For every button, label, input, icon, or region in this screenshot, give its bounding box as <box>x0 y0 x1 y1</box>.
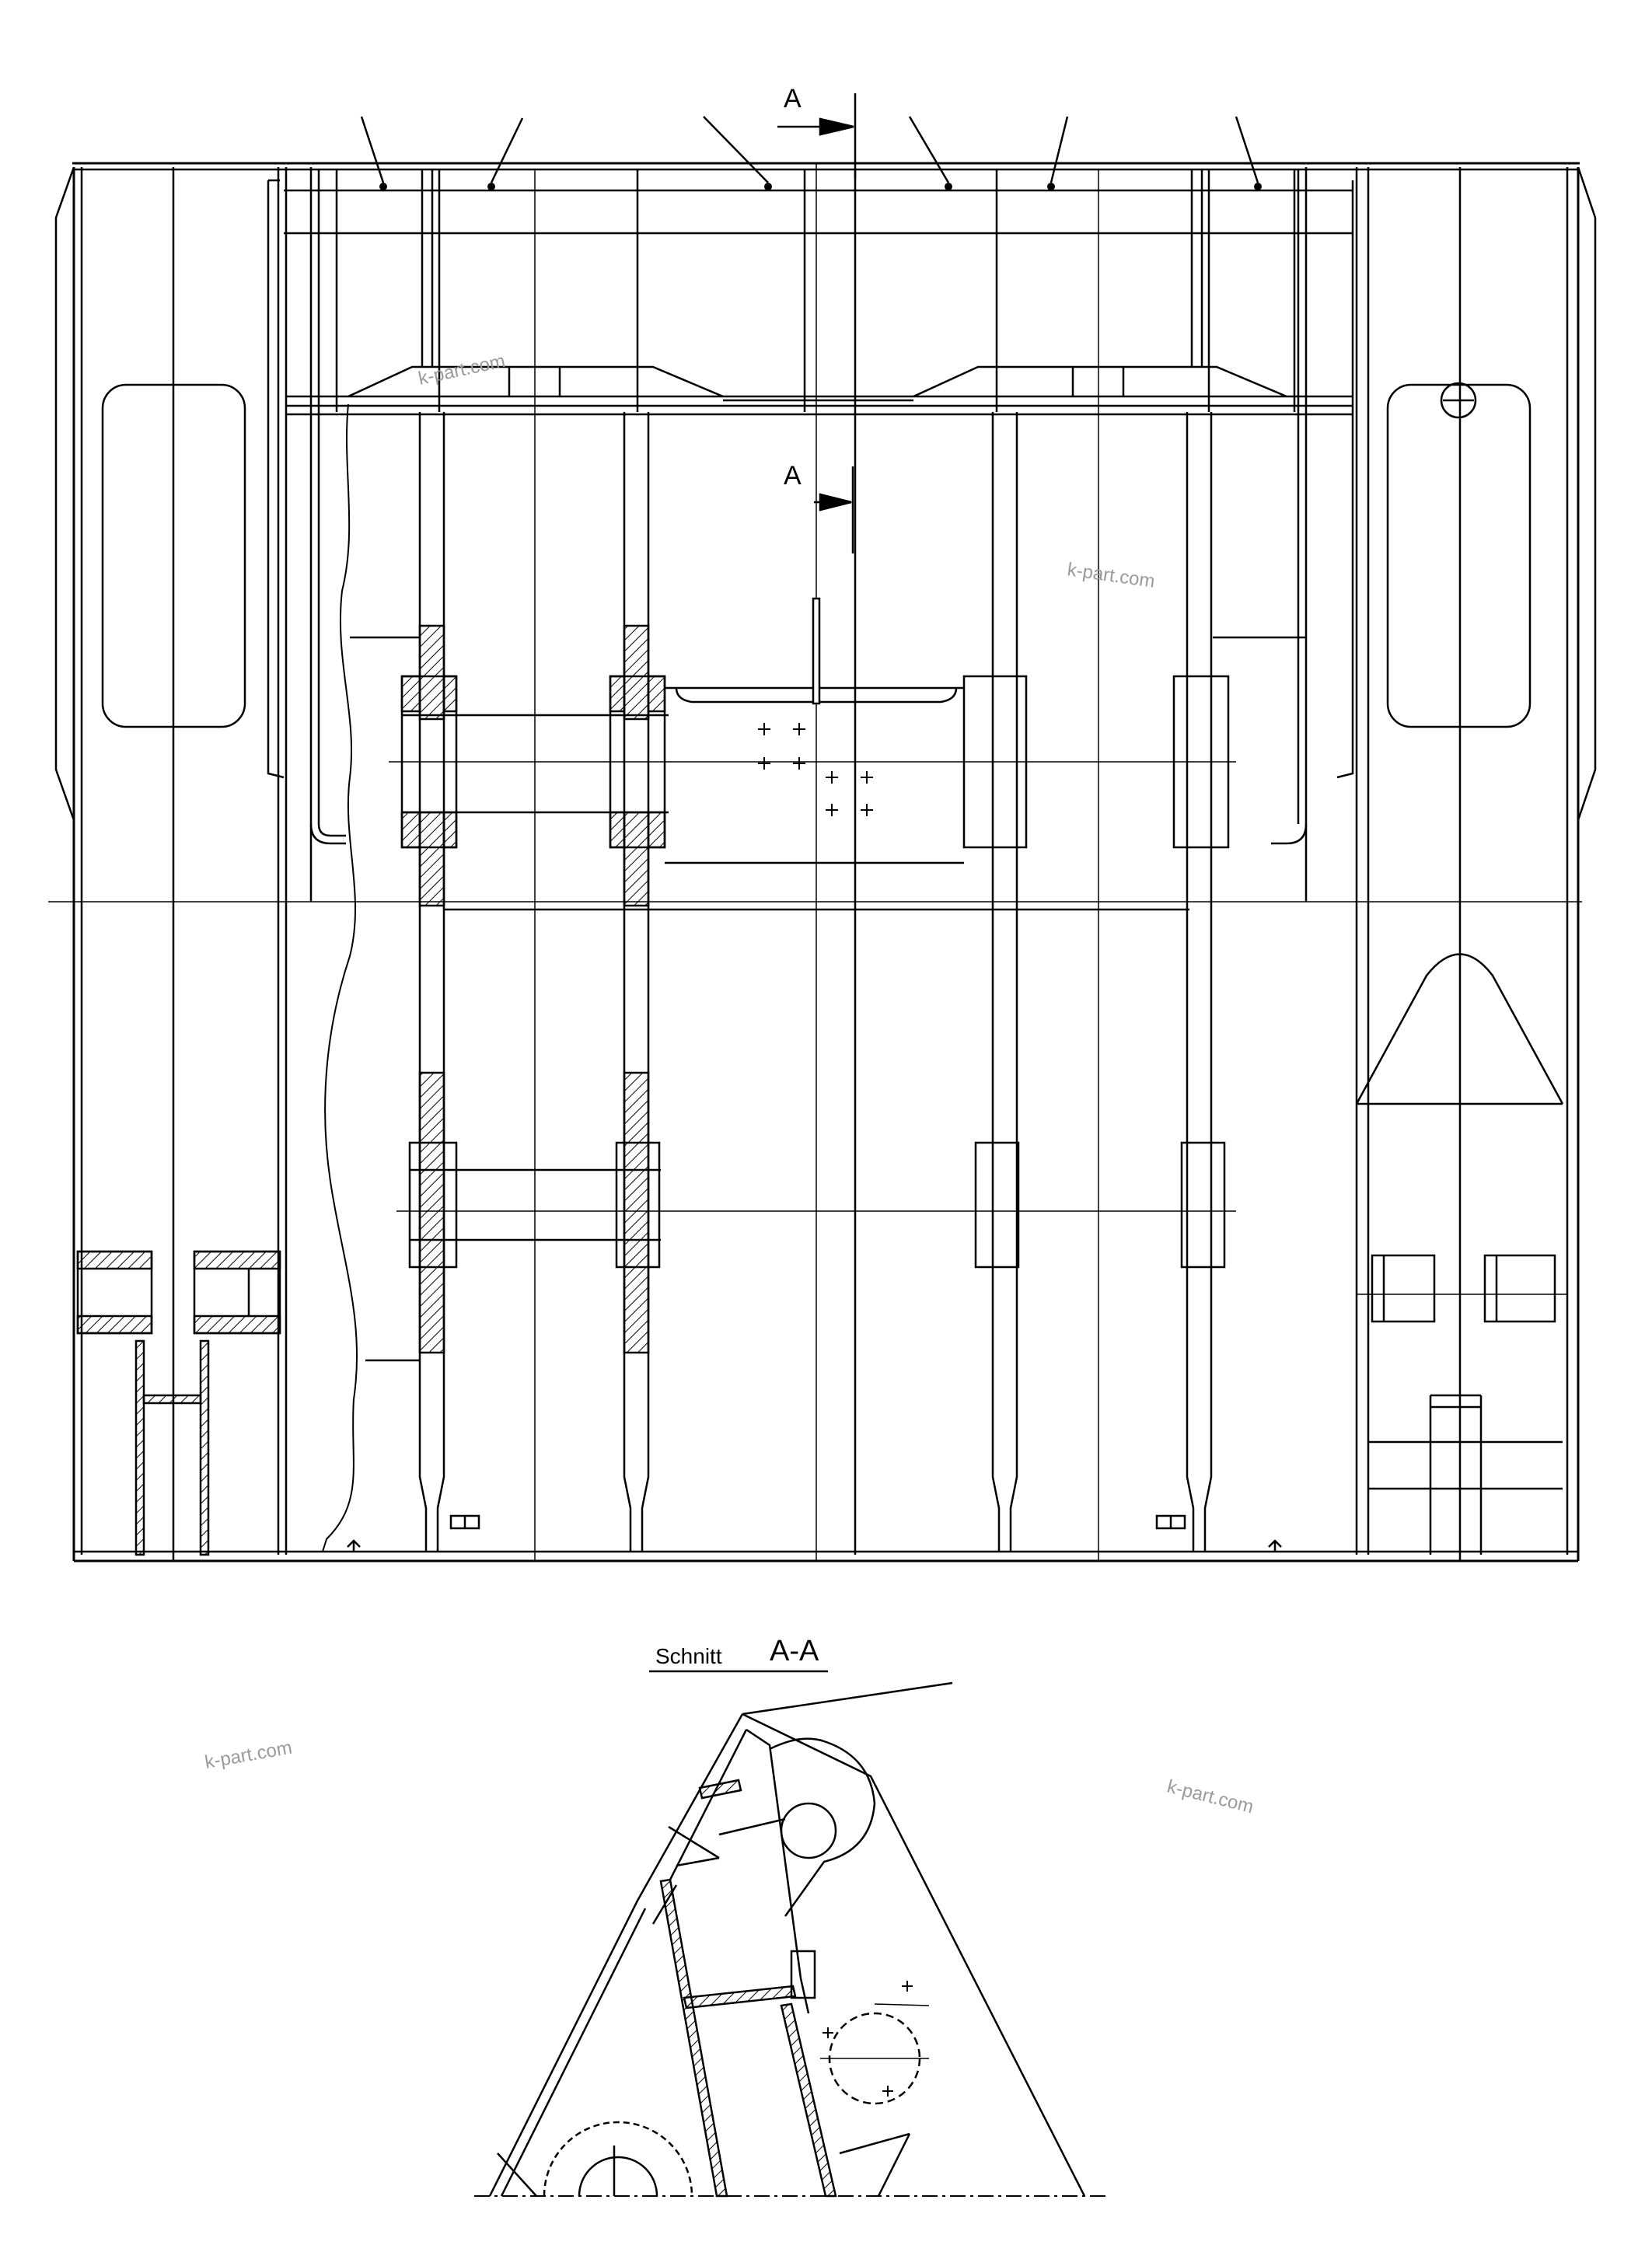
watermark: k-part.com <box>417 351 507 389</box>
upper-hub-row <box>389 624 1236 907</box>
cross-markers <box>758 723 873 816</box>
section-marker-a-top <box>777 93 857 179</box>
section-title-prefix: Schnitt <box>655 1644 722 1668</box>
watermark: k-part.com <box>203 1737 293 1773</box>
leader-lines <box>360 116 1259 183</box>
section-marker-a-top-label: A <box>784 84 802 113</box>
front-view <box>48 93 1597 1562</box>
watermark: k-part.com <box>1066 559 1156 592</box>
watermark: k-part.com <box>1165 1776 1256 1818</box>
section-a-a-view <box>474 1681 1108 2198</box>
section-marker-a-mid-label: A <box>784 461 802 491</box>
lower-hub-row <box>396 1071 1236 1354</box>
section-marker-a-mid <box>812 466 854 705</box>
right-bottom-structure <box>1355 953 1566 1555</box>
vertical-plates <box>418 412 1213 1552</box>
left-bottom-hubs <box>76 1250 281 1556</box>
section-title-label: A-A <box>770 1635 819 1667</box>
